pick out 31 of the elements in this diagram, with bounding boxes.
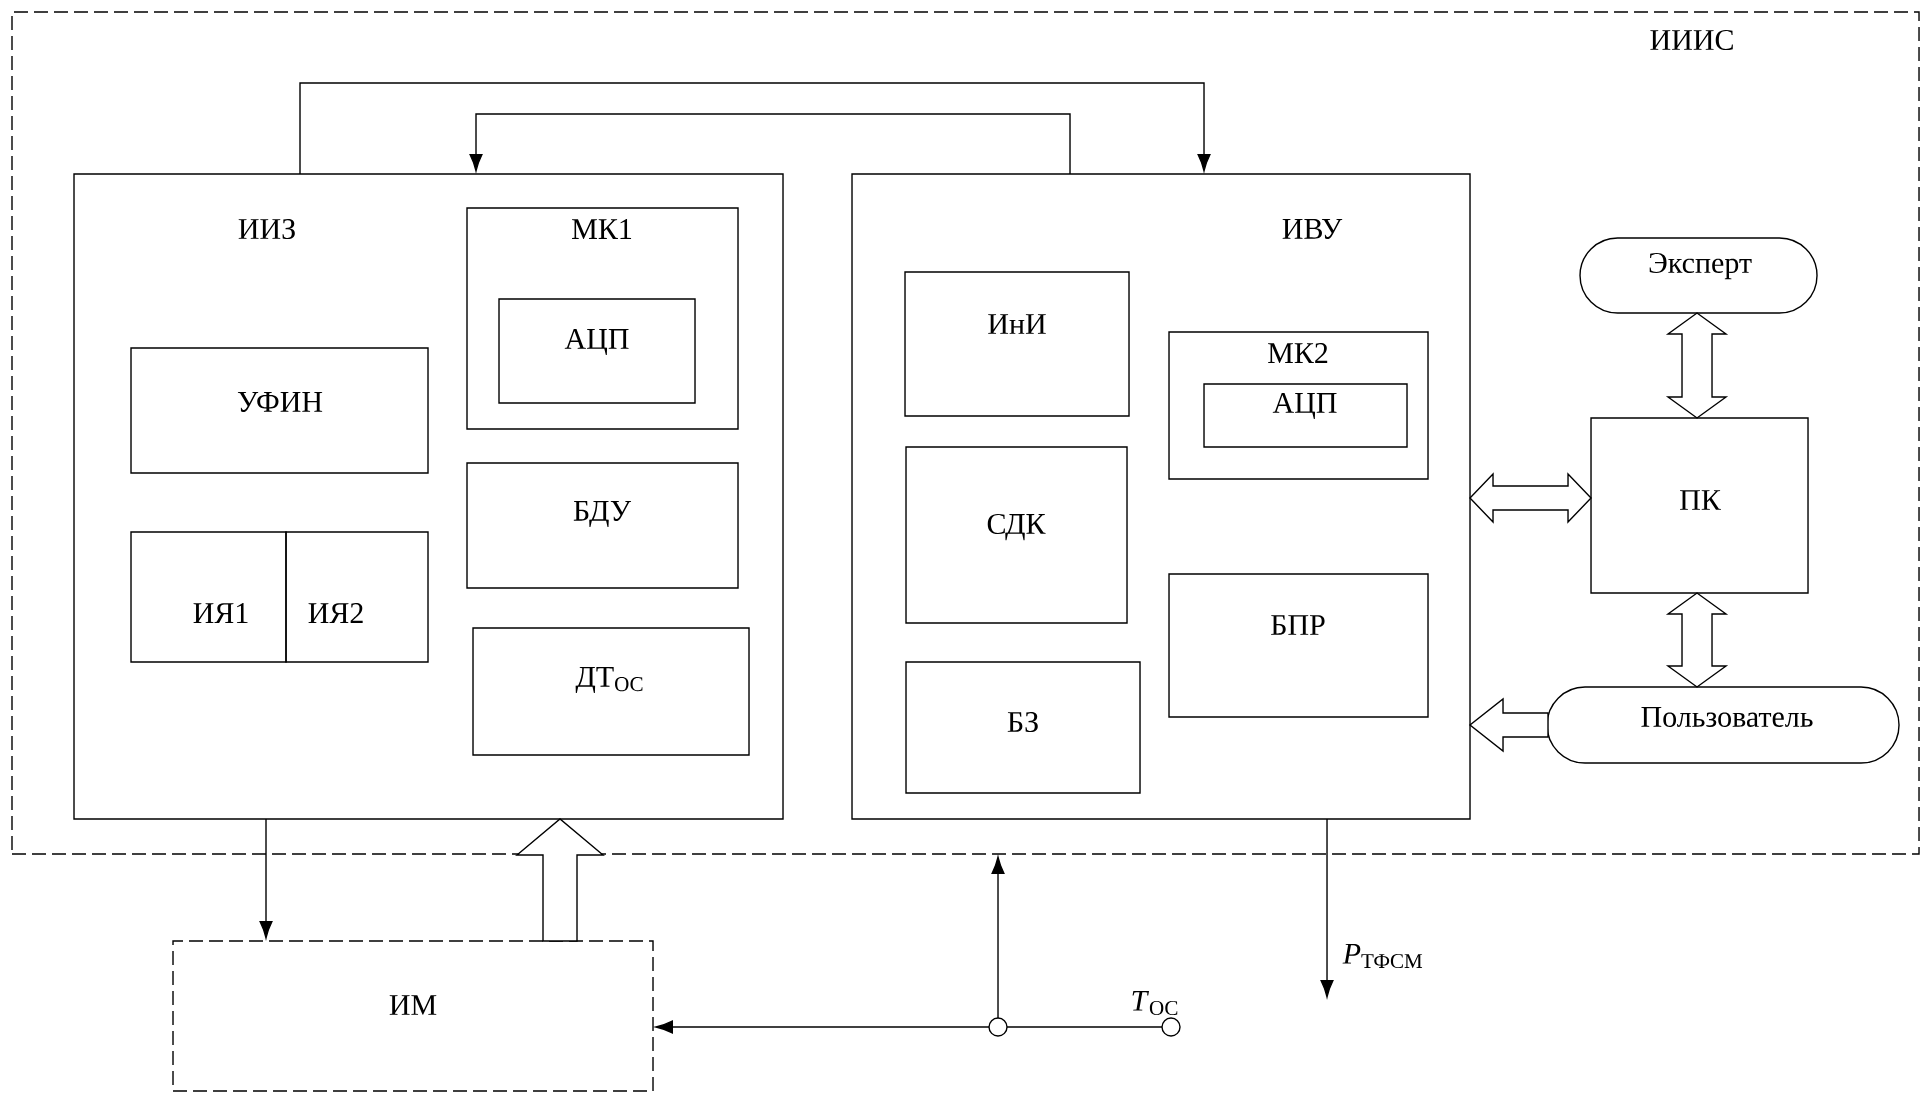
block-box: ИЯ1	[130, 531, 287, 663]
arrow	[469, 113, 1071, 175]
block-box: АЦП	[498, 298, 696, 404]
block-arrow	[1665, 312, 1729, 419]
block-arrow	[1665, 592, 1729, 688]
arrow	[1320, 818, 1334, 998]
line	[1006, 1026, 1163, 1028]
arrow	[299, 82, 1211, 175]
connection-point	[1161, 1017, 1181, 1037]
block-box: БДУ	[466, 462, 739, 589]
block-box: АЦП	[1203, 383, 1408, 448]
block-arrow	[1468, 697, 1549, 753]
arrow	[991, 856, 1005, 1019]
block-box: ПК	[1590, 417, 1809, 594]
terminal-box: Пользователь	[1546, 686, 1900, 764]
connection-point	[988, 1017, 1008, 1037]
block-arrow	[1469, 472, 1592, 524]
block-box: БЗ	[905, 661, 1141, 794]
block-box: ИЯ2	[285, 531, 429, 663]
block-box: БПР	[1168, 573, 1429, 718]
signal-label: T$_{ОС}$	[1132, 990, 1178, 1016]
arrow	[655, 1020, 990, 1034]
block-box: ИнИ	[904, 271, 1130, 417]
block-box: УФИН	[130, 347, 429, 474]
object-box: ИМ	[172, 940, 654, 1092]
edge-label: P$_{ТФСМ}$	[1342, 943, 1423, 969]
block-box: ДТ$_{ОС}$	[472, 627, 750, 756]
block-arrow	[515, 818, 605, 942]
terminal-box: Эксперт	[1579, 237, 1818, 314]
arrow	[259, 818, 273, 939]
block-box: СДК	[905, 446, 1128, 624]
